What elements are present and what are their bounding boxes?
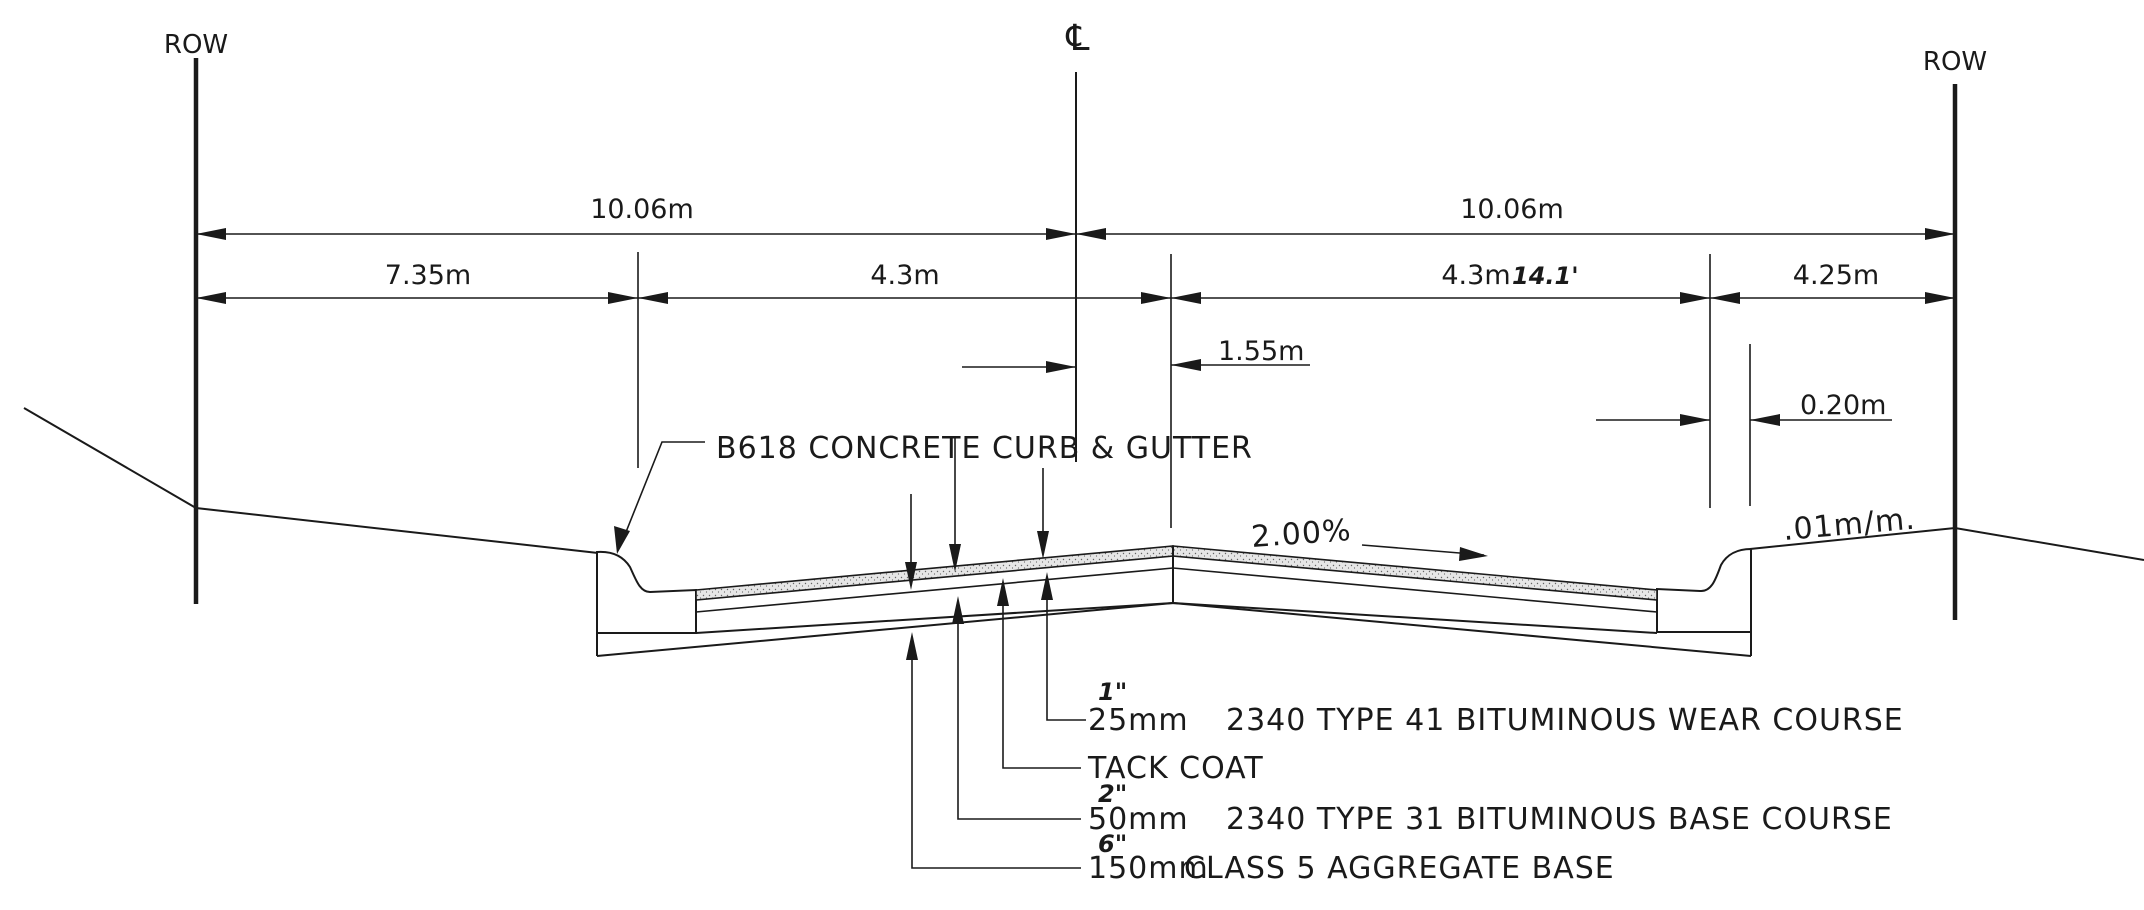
dim-right-lane: 4.3m [1441,260,1510,291]
layer-tack-description: TACK COAT [1087,751,1264,786]
layer-leaders-top [905,436,1049,590]
dim-right-total: 10.06m [1460,194,1564,225]
slope-labels: 2.00% .01m/m. [1250,502,1917,561]
layer-base-imperial: 2" [1098,780,1127,808]
dim-curb-offset: 1.55m [1218,336,1304,367]
row-right-label: ROW [1923,47,1987,77]
dimension-curb-offset: 1.55m [962,336,1310,373]
centerline-symbol: ℄ [1065,18,1089,59]
row-lines: ROW ROW [164,30,1987,620]
layer-tack-coat: TACK COAT [1087,751,1264,786]
dim-left-boulevard: 7.35m [385,260,471,291]
dimension-row-top: 10.06m 10.06m [196,194,1955,240]
wear-course-right [1172,545,1658,601]
layer-base-course: 2" 50mm 2340 TYPE 31 BITUMINOUS BASE COU… [1088,780,1893,837]
pavement-section [596,545,1752,657]
dim-right-boulevard: 4.25m [1793,260,1879,291]
row-left-label: ROW [164,30,228,60]
layer-base-metric: 50mm [1088,802,1189,837]
layer-wear-description: 2340 TYPE 41 BITUMINOUS WEAR COURSE [1226,703,1904,738]
layer-aggregate-imperial: 6" [1098,830,1127,858]
layer-aggregate-metric: 150mm [1088,851,1209,886]
layer-notes: 1" 25mm 2340 TYPE 41 BITUMINOUS WEAR COU… [1087,678,1904,886]
dimension-row-second: 7.35m 4.3m 4.3m 14.1' 4.25m [196,260,1955,304]
dimension-curb-width: 0.20m [1596,390,1892,426]
layer-wear-course: 1" 25mm 2340 TYPE 41 BITUMINOUS WEAR COU… [1088,678,1904,738]
pavement-cross-slope: 2.00% [1250,513,1353,555]
curb-callout: B618 CONCRETE CURB & GUTTER [614,431,1253,554]
layer-base-description: 2340 TYPE 31 BITUMINOUS BASE COURSE [1226,802,1893,837]
dim-right-lane-imperial: 14.1' [1512,262,1579,290]
centerline: ℄ [1065,18,1090,462]
layer-aggregate-description: CLASS 5 AGGREGATE BASE [1184,851,1615,886]
ground-lines [23,407,2144,561]
curb-callout-label: B618 CONCRETE CURB & GUTTER [716,431,1253,466]
dim-curb-width: 0.20m [1800,390,1886,421]
layer-aggregate-base: 6" 150mm CLASS 5 AGGREGATE BASE [1088,830,1615,886]
curb-right [1656,547,1752,633]
boulevard-slope: .01m/m. [1782,502,1917,548]
wear-course-left [695,545,1174,601]
layer-leaders-bottom [906,572,1086,869]
dim-left-lane: 4.3m [870,260,939,291]
layer-wear-imperial: 1" [1098,678,1127,706]
extension-lines [637,252,1751,528]
dim-left-total: 10.06m [590,194,694,225]
curb-left [596,550,697,634]
layer-wear-metric: 25mm [1088,703,1189,738]
